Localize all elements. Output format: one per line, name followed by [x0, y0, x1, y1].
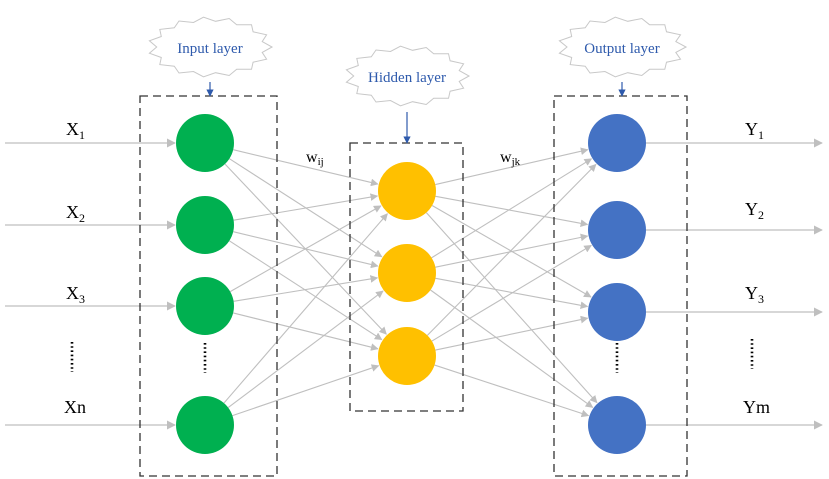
weight-connection: [229, 240, 383, 341]
input-layer-cloud: Input layer: [148, 16, 274, 97]
weight-connection: [434, 364, 590, 418]
input-node: [176, 277, 234, 335]
output-label: Y2: [745, 199, 764, 222]
weight-connection: [232, 364, 380, 417]
weight-connection: [430, 289, 594, 408]
output-node: [588, 201, 646, 259]
output-node: [588, 396, 646, 454]
output-label: Y1: [745, 119, 764, 142]
weight-connection: [233, 312, 379, 351]
input-node: [176, 114, 234, 172]
output-labels: Y1 Y2 Y3 Ym: [743, 119, 770, 417]
output-label: Y3: [745, 283, 764, 306]
weight-connection: [233, 275, 379, 302]
weight-connection: [431, 158, 593, 259]
input-label: X2: [66, 202, 85, 225]
connections: [5, 138, 823, 430]
weight-connection: [435, 277, 589, 310]
hidden-node: [378, 162, 436, 220]
weight-connection: [233, 193, 379, 221]
output-node: [588, 283, 646, 341]
weight-connection: [229, 205, 382, 293]
weight-label-wjk: wjk: [500, 149, 521, 168]
input-label: Xn: [64, 397, 86, 417]
weight-connection: [435, 315, 589, 351]
weight-connection: [233, 149, 379, 187]
input-node: [176, 396, 234, 454]
weight-connection: [435, 233, 589, 268]
hidden-node: [378, 327, 436, 385]
weight-label-wij: wij: [306, 149, 324, 168]
input-label: X3: [66, 283, 85, 306]
ellipses: [70, 339, 754, 373]
output-node: [588, 114, 646, 172]
weight-connection: [426, 163, 597, 336]
weight-connection: [431, 244, 592, 342]
weight-connection: [227, 290, 384, 409]
weight-connection: [435, 147, 589, 186]
input-label: X1: [66, 119, 85, 142]
weight-connection: [435, 195, 589, 228]
hidden-layer-title: Hidden layer: [368, 70, 446, 86]
input-node: [176, 196, 234, 254]
layer-title-clouds: Input layer Hidden layer Output layer: [148, 16, 688, 144]
weight-connection: [425, 212, 598, 404]
output-layer-title: Output layer: [584, 41, 659, 57]
input-labels: X1 X2 X3 Xn: [64, 119, 86, 417]
hidden-node: [378, 244, 436, 302]
output-label: Ym: [743, 397, 770, 417]
input-layer-title: Input layer: [177, 41, 242, 57]
output-layer-cloud: Output layer: [558, 16, 688, 97]
nodes: [176, 114, 646, 454]
hidden-layer-cloud: Hidden layer: [345, 45, 471, 144]
weight-connection: [223, 213, 388, 404]
